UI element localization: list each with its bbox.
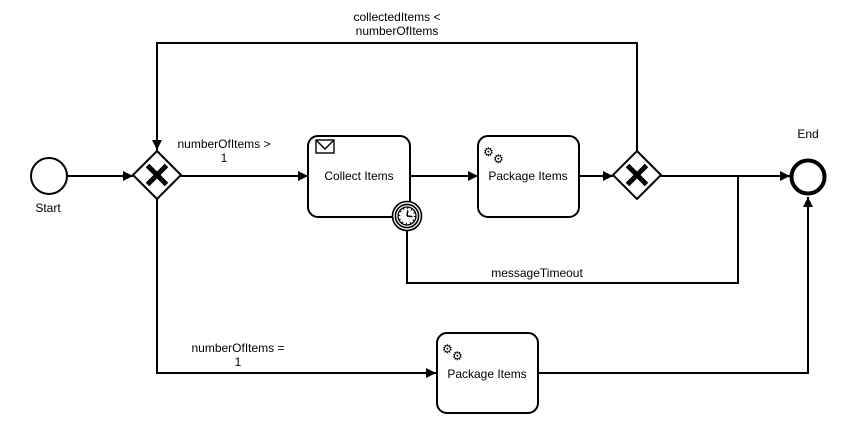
loop-back-label-line1: collectedItems < xyxy=(353,10,440,24)
package-items-lower-task[interactable]: ⚙ ⚙ xyxy=(436,332,539,414)
start-event[interactable] xyxy=(30,157,68,195)
exclusive-gateway-join[interactable] xyxy=(611,149,663,201)
envelope-icon xyxy=(315,139,335,154)
exclusive-gateway-split[interactable] xyxy=(131,149,183,201)
package-items-lower-label: Package Items xyxy=(447,367,526,381)
package-items-upper-task[interactable]: ⚙ ⚙ xyxy=(477,135,580,218)
split-to-package-lower-label-line1: numberOfItems = xyxy=(191,341,284,355)
flow-loop-back xyxy=(152,42,638,151)
split-to-collect-label-line1: numberOfItems > xyxy=(177,137,270,151)
split-to-package-lower-label-line2: 1 xyxy=(235,355,242,369)
timer-boundary-event[interactable] xyxy=(391,200,423,232)
x-marker-icon xyxy=(145,163,169,187)
gears-icon: ⚙ ⚙ xyxy=(442,342,463,363)
end-event-label: End xyxy=(797,127,818,141)
svg-text:⚙: ⚙ xyxy=(442,342,453,356)
gears-icon: ⚙ ⚙ xyxy=(483,145,504,166)
flow-package-lower-to-end xyxy=(538,197,813,374)
x-marker-icon xyxy=(625,163,649,187)
split-to-collect-label-line2: 1 xyxy=(221,151,228,165)
collect-items-label: Collect Items xyxy=(324,169,393,183)
svg-text:⚙: ⚙ xyxy=(452,349,463,363)
svg-text:⚙: ⚙ xyxy=(483,145,494,159)
svg-text:⚙: ⚙ xyxy=(493,152,504,166)
loop-back-label-line2: numberOfItems xyxy=(356,24,439,38)
flow-message-timeout xyxy=(406,176,739,284)
start-event-label: Start xyxy=(35,201,61,215)
collect-items-task[interactable] xyxy=(307,135,411,218)
package-items-upper-label: Package Items xyxy=(488,169,567,183)
clock-icon xyxy=(397,206,417,226)
message-timeout-label: messageTimeout xyxy=(491,266,583,280)
flow-split-to-package-lower xyxy=(156,199,436,378)
end-event[interactable] xyxy=(789,158,827,196)
